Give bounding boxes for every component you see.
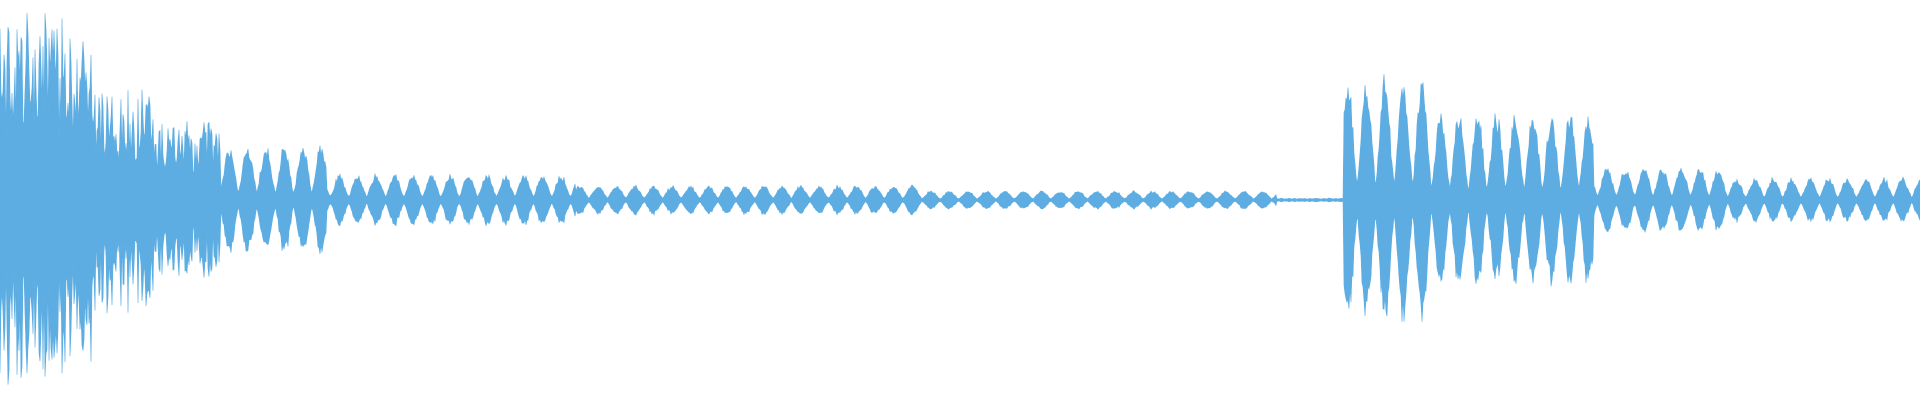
waveform-path: [0, 12, 1920, 385]
